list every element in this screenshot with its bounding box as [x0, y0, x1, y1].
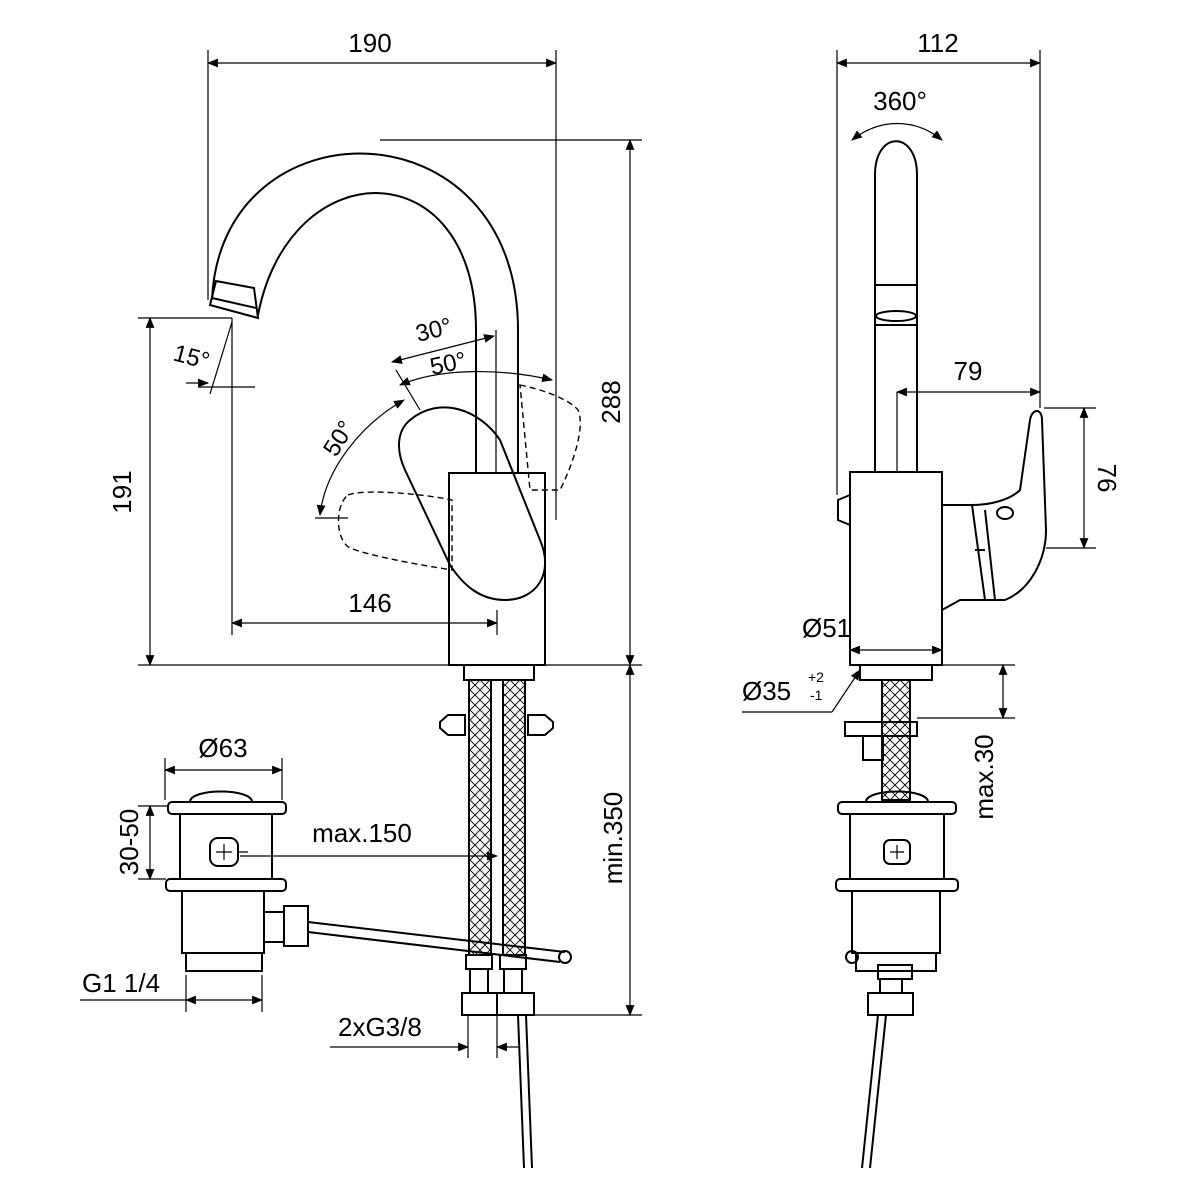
dim-30-50: 30-50 — [114, 809, 144, 876]
dim-190: 190 — [348, 28, 391, 58]
side-dimensions: 112 360° 79 76 Ø51 Ø35 +2 -1 max.30 — [742, 28, 1122, 820]
hoses — [439, 679, 554, 1169]
thread-g1-1-4: G1 1/4 — [82, 968, 160, 998]
dim-79: 79 — [954, 356, 983, 386]
dim-d63: Ø63 — [198, 733, 247, 763]
dim-146: 146 — [348, 588, 391, 618]
dim-76: 76 — [1092, 464, 1122, 493]
side-spout — [874, 140, 918, 472]
front-dimensions: 190 288 191 146 15° 30° 50° — [80, 28, 642, 1058]
spout — [208, 152, 519, 473]
tolerance-minus: -1 — [810, 687, 823, 703]
dim-min-350: min.350 — [598, 792, 628, 885]
front-view: 190 288 191 146 15° 30° 50° — [80, 28, 642, 1169]
dim-191: 191 — [107, 470, 137, 513]
side-hoses — [844, 679, 918, 1169]
dim-288: 288 — [596, 380, 626, 423]
dim-d35: Ø35 — [742, 676, 791, 706]
thread-2xg3-8: 2xG3/8 — [338, 1012, 422, 1042]
angle-50-left: 50° — [318, 416, 360, 461]
angle-50-right: 50° — [428, 347, 469, 381]
dim-max-30: max.30 — [969, 734, 999, 819]
rotation-360: 360° — [873, 86, 927, 116]
tap-body — [448, 472, 546, 681]
dim-112: 112 — [917, 28, 958, 58]
side-view: 112 360° 79 76 Ø51 Ø35 +2 -1 max.30 — [742, 28, 1122, 1169]
dim-d51: Ø51 — [802, 613, 851, 643]
tolerance-plus: +2 — [808, 669, 824, 685]
angle-30: 30° — [413, 313, 455, 348]
angle-15: 15° — [170, 340, 212, 375]
pop-up-waste — [165, 790, 572, 972]
side-body — [837, 471, 943, 681]
dim-max-150: max.150 — [312, 818, 412, 848]
side-lever — [941, 410, 1048, 611]
side-waste — [835, 790, 959, 972]
